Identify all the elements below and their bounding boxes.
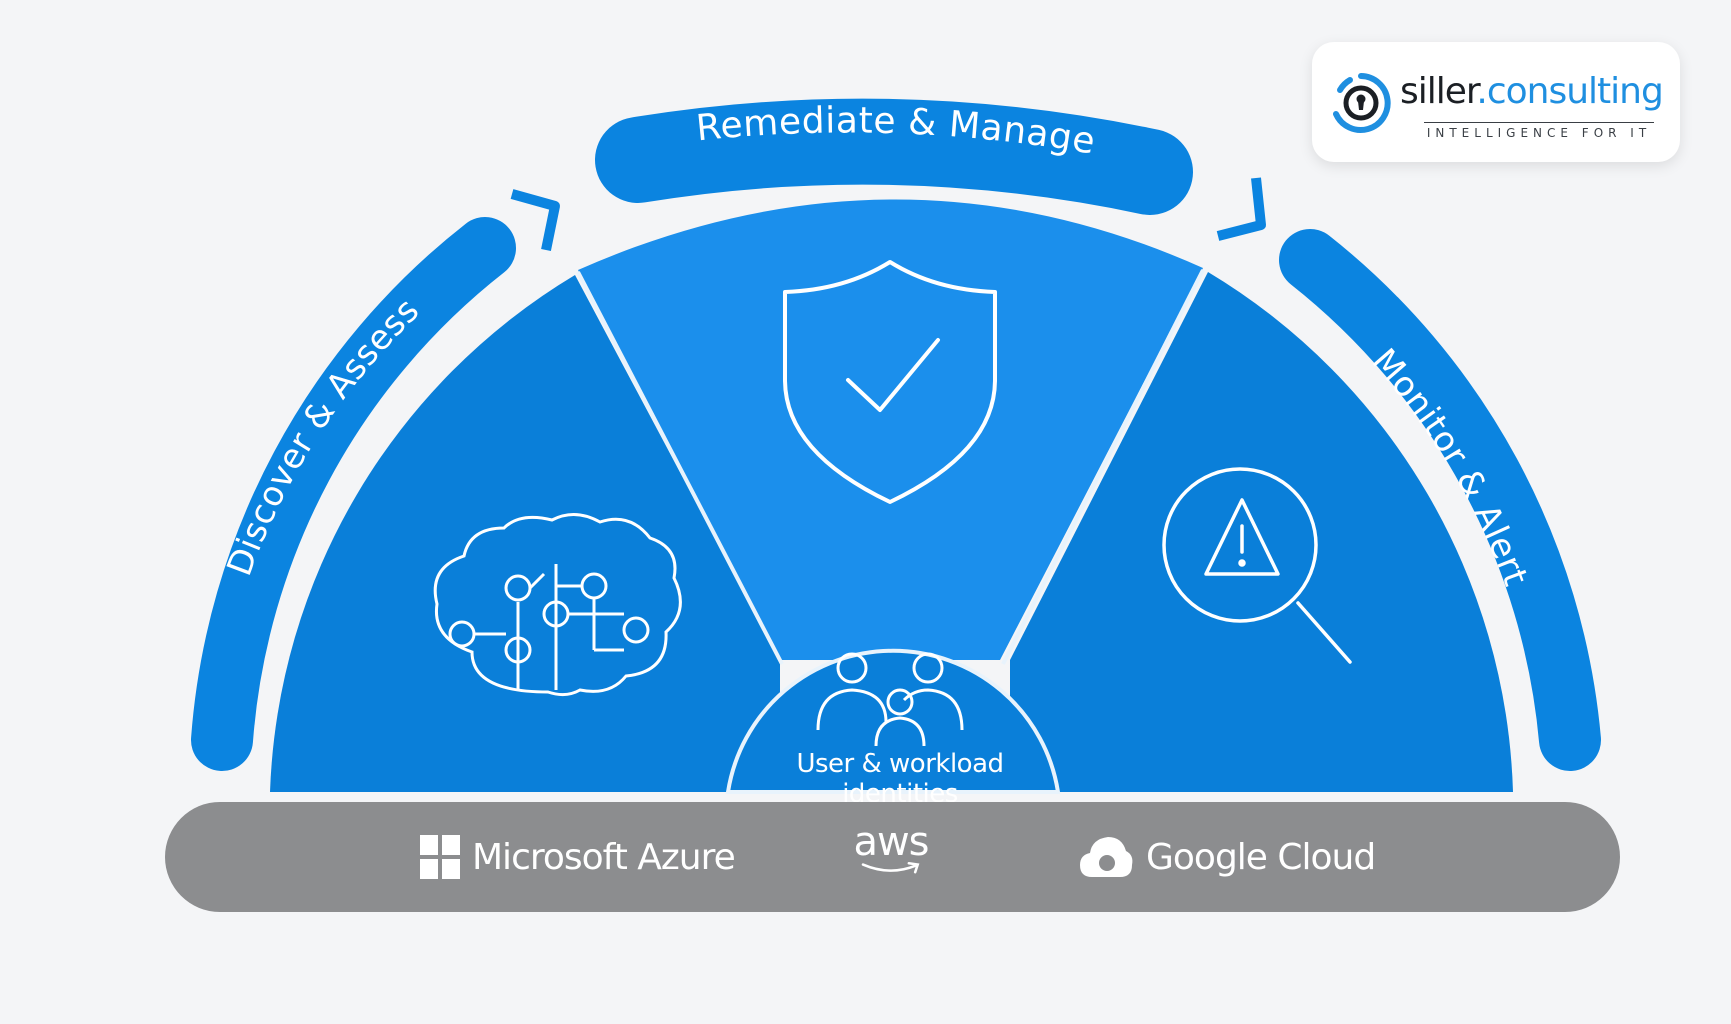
windows-grid-icon	[420, 835, 460, 879]
provider-aws-label: aws	[853, 819, 929, 865]
chevron-left-icon	[510, 189, 560, 252]
magnifier-warning-icon	[1162, 467, 1352, 664]
logo-tagline: INTELLIGENCE FOR IT	[1424, 122, 1654, 140]
siller-consulting-logo: siller.consulting INTELLIGENCE FOR IT	[1312, 42, 1680, 162]
provider-azure-label: Microsoft Azure	[472, 836, 736, 878]
users-group-icon	[816, 652, 964, 747]
identity-hub-label: User & workload identities	[796, 749, 1004, 809]
provider-google: Google Cloud	[1078, 830, 1376, 884]
discover-band	[191, 217, 516, 771]
remediate-band	[595, 98, 1193, 215]
monitor-band	[1279, 229, 1601, 771]
provider-aws: aws	[843, 822, 939, 876]
segment-remediate	[578, 199, 1203, 660]
identity-hub	[725, 648, 1061, 794]
shield-check-icon	[783, 260, 997, 504]
segment-monitor	[1010, 272, 1513, 792]
segment-discover	[270, 275, 780, 792]
cloud-icon	[1080, 837, 1133, 877]
chevron-right-icon	[1216, 177, 1266, 241]
amazon-smile-icon	[861, 862, 920, 874]
keyhole-logo-icon	[1333, 73, 1391, 133]
brain-circuit-icon	[433, 513, 682, 697]
provider-google-label: Google Cloud	[1146, 836, 1376, 878]
provider-azure: Microsoft Azure	[420, 830, 736, 884]
cloud-providers-bar	[165, 802, 1620, 912]
logo-wordmark: siller.consulting	[1400, 71, 1664, 112]
